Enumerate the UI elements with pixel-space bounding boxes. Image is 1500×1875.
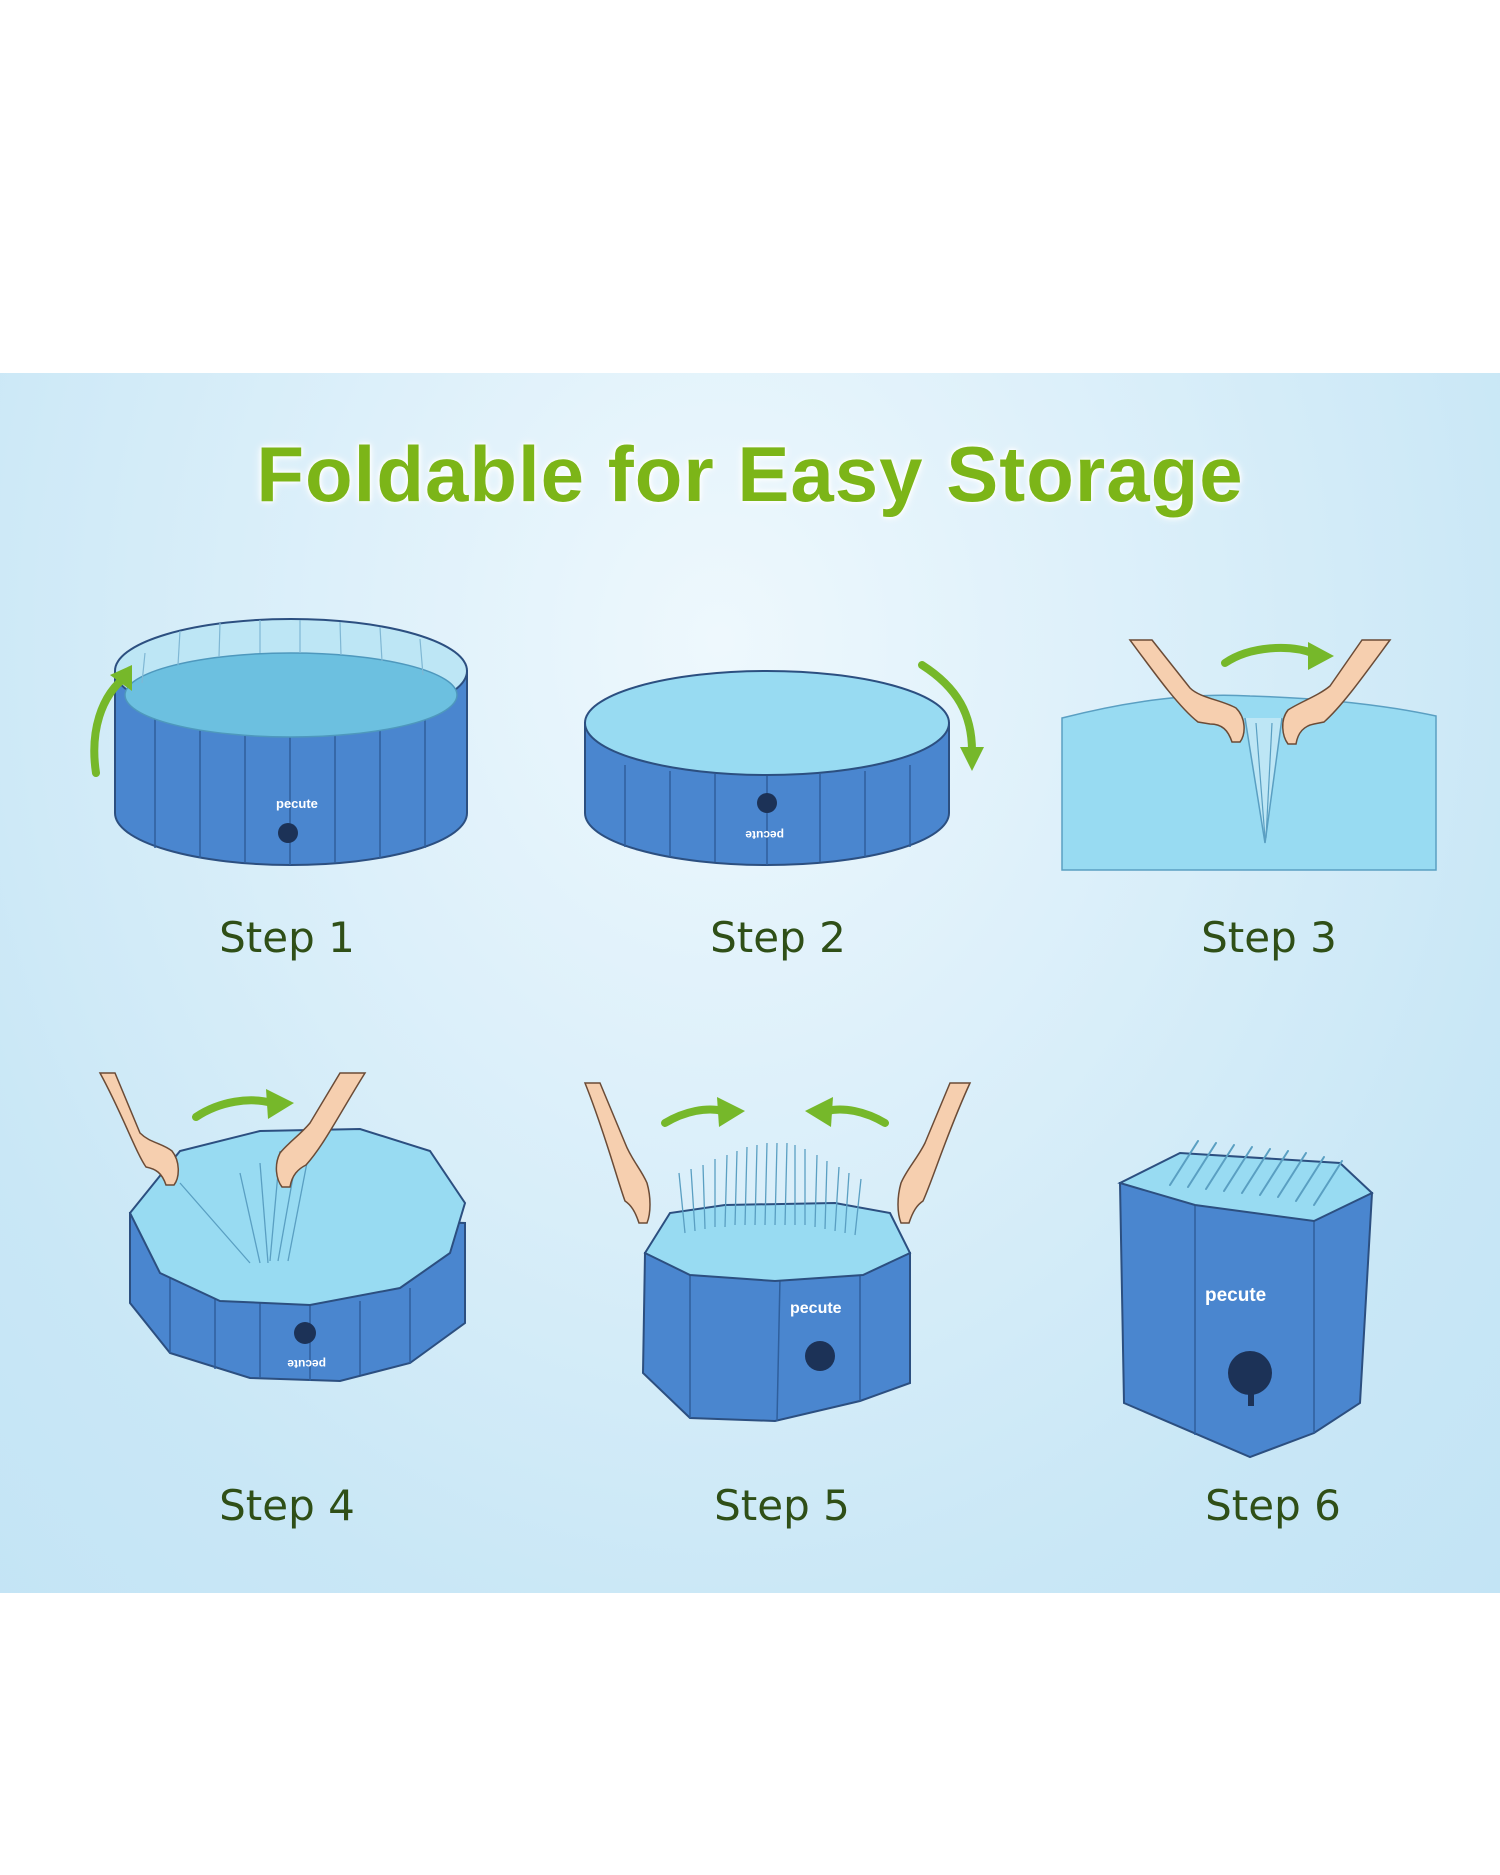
hand-icon bbox=[1282, 639, 1392, 745]
step-5-label: Step 5 bbox=[714, 1481, 850, 1530]
instruction-panel: Foldable for Easy Storage pecute Step 1 bbox=[0, 373, 1500, 1593]
svg-text:pecute: pecute bbox=[1205, 1285, 1266, 1306]
step-5-illustration: pecute bbox=[583, 1082, 972, 1423]
step-1-label: Step 1 bbox=[219, 913, 355, 962]
hand-icon bbox=[897, 1082, 972, 1224]
hand-icon bbox=[98, 1072, 179, 1186]
page-title: Foldable for Easy Storage bbox=[256, 430, 1244, 518]
svg-text:pecute: pecute bbox=[287, 1357, 326, 1371]
arrow-right-icon bbox=[717, 1097, 745, 1127]
hand-icon bbox=[1128, 639, 1245, 743]
svg-text:pecute: pecute bbox=[745, 828, 784, 842]
rotate-arrow-icon bbox=[960, 747, 984, 771]
brand-logo: pecute bbox=[276, 796, 318, 811]
step-3-label: Step 3 bbox=[1201, 913, 1337, 962]
arrow-right-icon bbox=[1308, 642, 1334, 670]
step-1-illustration: pecute bbox=[90, 618, 468, 866]
svg-text:pecute: pecute bbox=[790, 1300, 842, 1317]
hand-icon bbox=[275, 1072, 367, 1188]
step-4-label: Step 4 bbox=[219, 1481, 355, 1530]
arrow-right-icon bbox=[266, 1089, 294, 1119]
step-2-label: Step 2 bbox=[710, 913, 846, 962]
hand-icon bbox=[583, 1082, 651, 1224]
rotate-arrow-icon bbox=[110, 665, 132, 691]
step-6-label: Step 6 bbox=[1205, 1481, 1341, 1530]
step-3-illustration bbox=[1061, 639, 1437, 871]
step-6-illustration: pecute bbox=[1117, 1140, 1374, 1459]
step-2-illustration: pecute bbox=[584, 661, 984, 866]
step-4-illustration: pecute bbox=[98, 1072, 467, 1383]
arrow-left-icon bbox=[805, 1097, 833, 1127]
